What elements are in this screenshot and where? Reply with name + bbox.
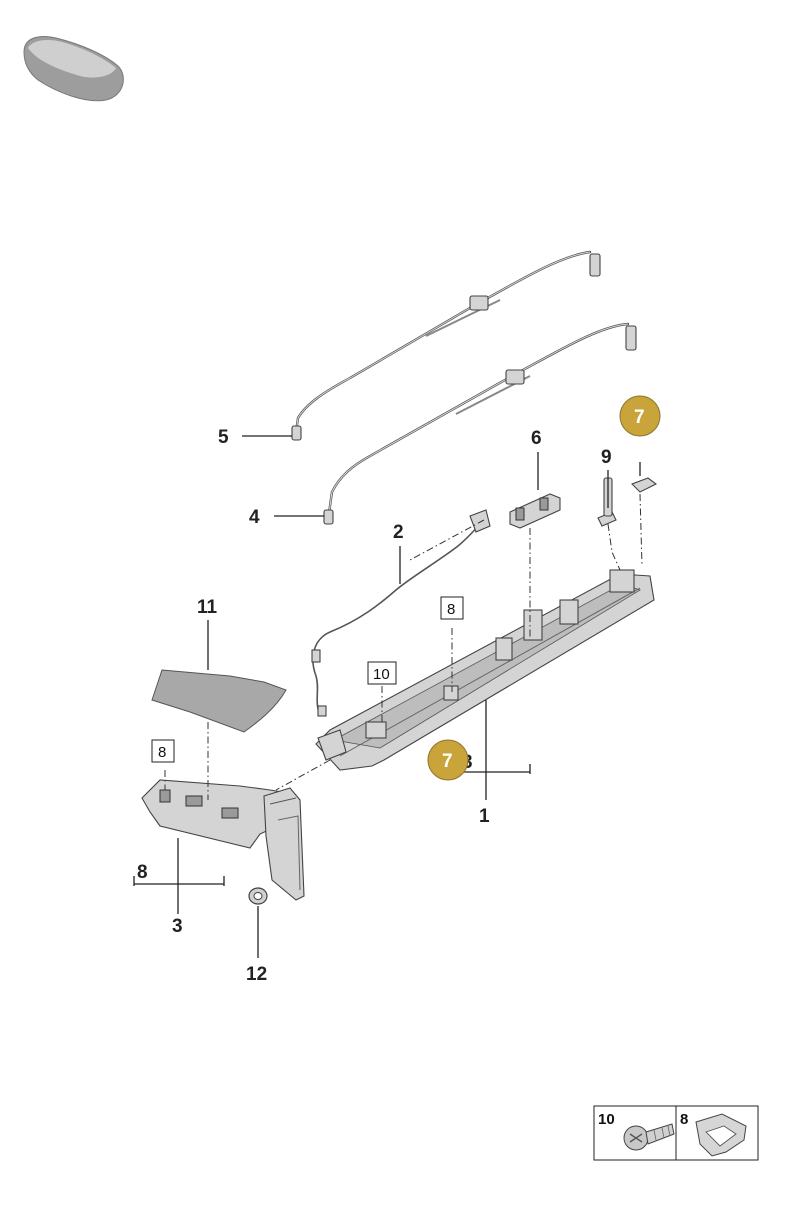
legend-box: 10 8 bbox=[593, 1105, 759, 1161]
alignment-lines bbox=[164, 493, 643, 800]
callout-1: 1 bbox=[479, 806, 490, 827]
part-6-connector bbox=[509, 493, 561, 529]
callout-5: 5 bbox=[218, 427, 229, 448]
part-1-main-frame bbox=[315, 569, 655, 771]
boxed-callout-10: 10 bbox=[367, 661, 397, 685]
car-silhouette-icon bbox=[23, 36, 124, 102]
legend-label-8: 8 bbox=[680, 1111, 688, 1128]
part-9-pin bbox=[597, 477, 617, 527]
leader-lines bbox=[133, 435, 641, 958]
callout-12: 12 bbox=[246, 964, 267, 985]
boxed-callout-8-rail: 8 bbox=[440, 596, 464, 620]
boxed-callout-8-left: 8 bbox=[151, 739, 175, 763]
svg-text:8: 8 bbox=[158, 744, 166, 761]
part-5-cable bbox=[291, 250, 601, 441]
part-7-nut bbox=[631, 477, 658, 493]
part-11-cover bbox=[151, 669, 287, 733]
svg-text:10: 10 bbox=[373, 666, 390, 683]
callout-labels: 5 4 2 6 9 11 1 8 3 12 bbox=[137, 427, 612, 985]
part-4-cable bbox=[323, 322, 637, 525]
svg-text:8: 8 bbox=[447, 601, 455, 618]
legend-label-10: 10 bbox=[598, 1111, 615, 1128]
badge-7-mid[interactable]: 3 7 bbox=[427, 739, 473, 781]
badge-7-top[interactable]: 7 bbox=[619, 395, 661, 437]
callout-6: 6 bbox=[531, 428, 542, 449]
screw-icon bbox=[623, 1123, 675, 1151]
callout-8-bracket: 8 bbox=[137, 862, 148, 883]
callout-2: 2 bbox=[393, 522, 404, 543]
part-2-wire-harness bbox=[311, 509, 491, 717]
svg-text:7: 7 bbox=[442, 751, 453, 772]
callout-9: 9 bbox=[601, 447, 612, 468]
callout-3: 3 bbox=[172, 916, 183, 937]
callout-4: 4 bbox=[249, 507, 260, 528]
svg-text:7: 7 bbox=[634, 407, 645, 428]
clip-icon bbox=[695, 1113, 747, 1157]
part-12-grommet bbox=[248, 887, 268, 905]
part-3-bracket bbox=[141, 779, 305, 901]
callout-11: 11 bbox=[197, 597, 218, 618]
